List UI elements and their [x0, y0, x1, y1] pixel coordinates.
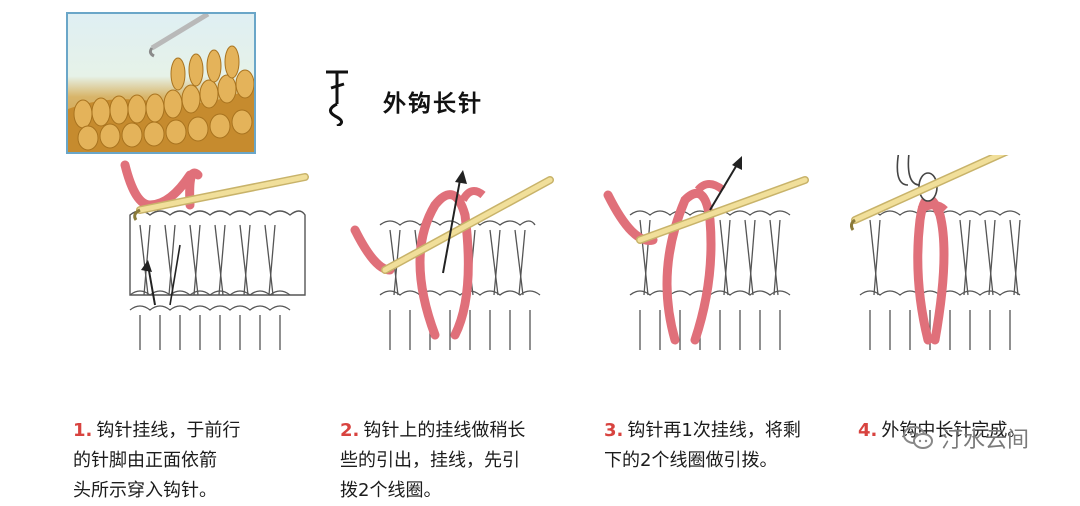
step-3-caption: 3.钩针再1次挂线，将剩 下的2个线圈做引拨。 — [604, 386, 834, 476]
step-1-caption: 1.钩针挂线，于前行 的针脚由正面依箭 头所示穿入钩针。 — [73, 386, 283, 506]
wechat-icon — [903, 426, 933, 449]
crochet-photo — [66, 12, 256, 154]
page-title: 外钩长针 — [383, 91, 483, 117]
step-text: 钩针挂线，于前行 的针脚由正面依箭 头所示穿入钩针。 — [73, 420, 241, 501]
step-3-illustration — [603, 156, 809, 350]
step-number: 2. — [340, 420, 360, 441]
step-4-illustration — [850, 155, 1021, 350]
step-2-caption: 2.钩针上的挂线做稍长 些的引出，挂线，先引 拨2个线圈。 — [340, 386, 570, 506]
step-number: 1. — [73, 420, 93, 441]
step-2-illustration — [350, 170, 554, 350]
watermark-text: 汀水云间 — [941, 428, 1030, 453]
step-number: 3. — [604, 420, 624, 441]
watermark: 汀水云间 — [903, 422, 1029, 454]
step-text: 钩针上的挂线做稍长 些的引出，挂线，先引 拨2个线圈。 — [340, 420, 526, 501]
stitch-symbol-icon — [322, 68, 356, 128]
step-number: 4. — [858, 420, 878, 441]
step-text: 钩针再1次挂线，将剩 下的2个线圈做引拨。 — [604, 420, 801, 471]
step-1-illustration — [120, 160, 309, 350]
